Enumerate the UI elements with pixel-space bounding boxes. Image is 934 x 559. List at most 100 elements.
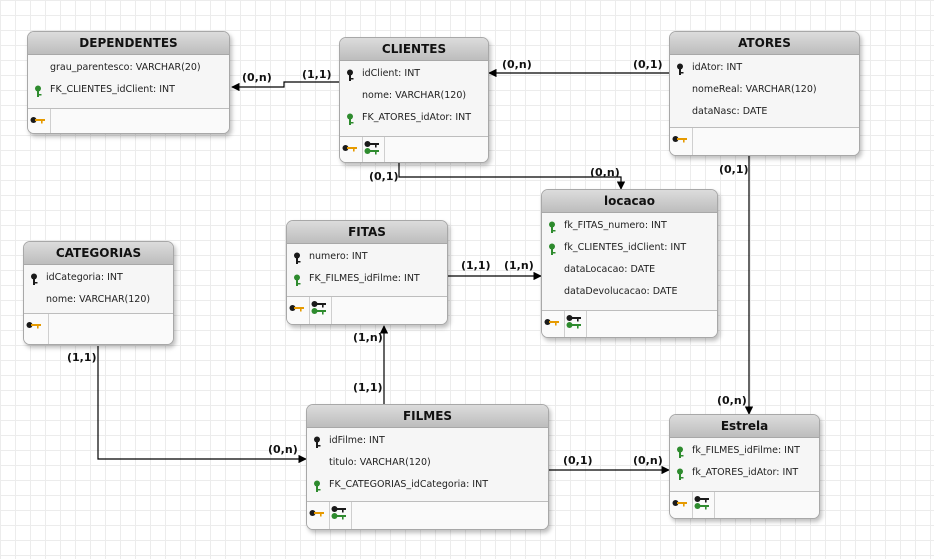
- table-title: DEPENDENTES: [28, 32, 229, 55]
- column-row[interactable]: fk_ATORES_idAtor: INT: [670, 462, 819, 484]
- column-row[interactable]: fk_FITAS_numero: INT: [542, 215, 717, 237]
- column-label: fk_CLIENTES_idClient: INT: [564, 242, 687, 253]
- column-label: nome: VARCHAR(120): [362, 90, 467, 101]
- column-label: nome: VARCHAR(120): [46, 294, 151, 305]
- column-label: FK_FILMES_idFilme: INT: [309, 273, 420, 284]
- column-row[interactable]: grau_parentesco: VARCHAR(20): [28, 57, 229, 79]
- table-locacao[interactable]: locacao fk_FITAS_numero: INT fk_CLIENTES_…: [541, 189, 718, 338]
- table-title: locacao: [542, 190, 717, 213]
- foreign-key-icon: [34, 84, 44, 97]
- cardinality-atores-clientes: (0,1): [633, 58, 663, 71]
- cardinality-locacao-fitas: (1,n): [504, 259, 534, 272]
- primary-index-icon: [24, 314, 49, 344]
- foreign-index-icon: [362, 137, 385, 162]
- cardinality-fitas-locacao: (1,1): [461, 259, 491, 272]
- primary-index-icon: [670, 492, 693, 518]
- column-label: grau_parentesco: VARCHAR(20): [50, 62, 201, 73]
- cardinality-clientes-atores: (0,n): [502, 58, 532, 71]
- cardinality-categorias-filmes: (1,1): [67, 351, 97, 364]
- primary-key-icon: [676, 62, 686, 75]
- column-row[interactable]: idAtor: INT: [670, 57, 859, 79]
- table-dependentes[interactable]: DEPENDENTES grau_parentesco: VARCHAR(20)…: [27, 31, 230, 134]
- primary-index-icon: [670, 128, 693, 155]
- cardinality-clientes-locacao: (0,1): [369, 170, 399, 183]
- column-row[interactable]: FK_ATORES_idAtor: INT: [340, 107, 488, 129]
- table-title: ATORES: [670, 32, 859, 55]
- column-row[interactable]: idCategoria: INT: [24, 267, 173, 289]
- cardinality-dependentes-clientes: (0,n): [242, 71, 272, 84]
- column-row[interactable]: nomeReal: VARCHAR(120): [670, 79, 859, 101]
- foreign-index-icon: [564, 311, 587, 337]
- column-row[interactable]: dataDevolucacao: DATE: [542, 281, 717, 303]
- table-categorias[interactable]: CATEGORIAS idCategoria: INT nome: VARCHAR…: [23, 241, 174, 345]
- column-row[interactable]: FK_CATEGORIAS_idCategoria: INT: [307, 474, 548, 496]
- table-filmes[interactable]: FILMES idFilme: INT titulo: VARCHAR(120) F…: [306, 404, 549, 530]
- column-row[interactable]: dataLocacao: DATE: [542, 259, 717, 281]
- column-label: nomeReal: VARCHAR(120): [692, 84, 817, 95]
- line-clientes-locacao: [398, 163, 626, 190]
- column-label: titulo: VARCHAR(120): [329, 457, 431, 468]
- primary-index-icon: [307, 502, 330, 529]
- column-label: dataDevolucacao: DATE: [564, 286, 678, 297]
- primary-key-icon: [293, 251, 303, 264]
- column-label: idCategoria: INT: [46, 272, 123, 283]
- cardinality-filmes-fitas: (1,1): [353, 381, 383, 394]
- table-title: FILMES: [307, 405, 548, 428]
- column-label: numero: INT: [309, 251, 368, 262]
- foreign-index-icon: [329, 502, 352, 529]
- foreign-key-icon: [676, 467, 686, 480]
- column-label: dataNasc: DATE: [692, 106, 768, 117]
- foreign-key-icon: [346, 112, 356, 125]
- table-title: CATEGORIAS: [24, 242, 173, 265]
- column-label: dataLocacao: DATE: [564, 264, 656, 275]
- column-label: FK_ATORES_idAtor: INT: [362, 112, 472, 123]
- cardinality-locacao-clientes: (0,n): [590, 166, 620, 179]
- foreign-index-icon: [309, 297, 332, 324]
- table-title: CLIENTES: [340, 38, 488, 61]
- foreign-key-icon: [548, 220, 558, 233]
- column-row[interactable]: FK_FILMES_idFilme: INT: [287, 268, 447, 290]
- column-row[interactable]: FK_CLIENTES_idClient: INT: [28, 79, 229, 101]
- cardinality-clientes-dependentes: (1,1): [302, 68, 332, 81]
- foreign-key-icon: [293, 273, 303, 286]
- cardinality-filmes-categorias: (0,n): [268, 443, 298, 456]
- column-row[interactable]: nome: VARCHAR(120): [340, 85, 488, 107]
- column-row[interactable]: titulo: VARCHAR(120): [307, 452, 548, 474]
- column-label: fk_FITAS_numero: INT: [564, 220, 667, 231]
- table-atores[interactable]: ATORES idAtor: INT nomeReal: VARCHAR(120)…: [669, 31, 860, 156]
- column-label: idClient: INT: [362, 68, 421, 79]
- primary-key-icon: [313, 435, 323, 448]
- cardinality-estrela-filmes: (0,n): [633, 454, 663, 467]
- cardinality-atores-estrela: (0,1): [719, 163, 749, 176]
- column-row[interactable]: dataNasc: DATE: [670, 101, 859, 123]
- table-clientes[interactable]: CLIENTES idClient: INT nome: VARCHAR(120)…: [339, 37, 489, 163]
- column-label: idAtor: INT: [692, 62, 743, 73]
- line-clientes-dependentes: [231, 81, 339, 92]
- column-row[interactable]: idFilme: INT: [307, 430, 548, 452]
- primary-key-icon: [346, 68, 356, 81]
- column-row[interactable]: fk_CLIENTES_idClient: INT: [542, 237, 717, 259]
- cardinality-filmes-estrela: (0,1): [563, 454, 593, 467]
- foreign-key-icon: [676, 445, 686, 458]
- column-row[interactable]: nome: VARCHAR(120): [24, 289, 173, 311]
- table-title: Estrela: [670, 415, 819, 438]
- primary-index-icon: [287, 297, 310, 324]
- column-label: FK_CLIENTES_idClient: INT: [50, 84, 175, 95]
- column-row[interactable]: numero: INT: [287, 246, 447, 268]
- column-row[interactable]: idClient: INT: [340, 63, 488, 85]
- column-label: fk_FILMES_idFilme: INT: [692, 445, 800, 456]
- cardinality-fitas-filmes: (1,n): [353, 331, 383, 344]
- foreign-key-icon: [548, 242, 558, 255]
- column-label: idFilme: INT: [329, 435, 385, 446]
- table-estrela[interactable]: Estrela fk_FILMES_idFilme: INT fk_ATORES_…: [669, 414, 820, 519]
- column-label: fk_ATORES_idAtor: INT: [692, 467, 799, 478]
- primary-key-icon: [30, 272, 40, 285]
- line-categorias-filmes: [97, 346, 307, 464]
- column-row[interactable]: fk_FILMES_idFilme: INT: [670, 440, 819, 462]
- primary-index-icon: [542, 311, 565, 337]
- cardinality-estrela-atores: (0,n): [717, 394, 747, 407]
- column-label: FK_CATEGORIAS_idCategoria: INT: [329, 479, 488, 490]
- foreign-key-icon: [313, 479, 323, 492]
